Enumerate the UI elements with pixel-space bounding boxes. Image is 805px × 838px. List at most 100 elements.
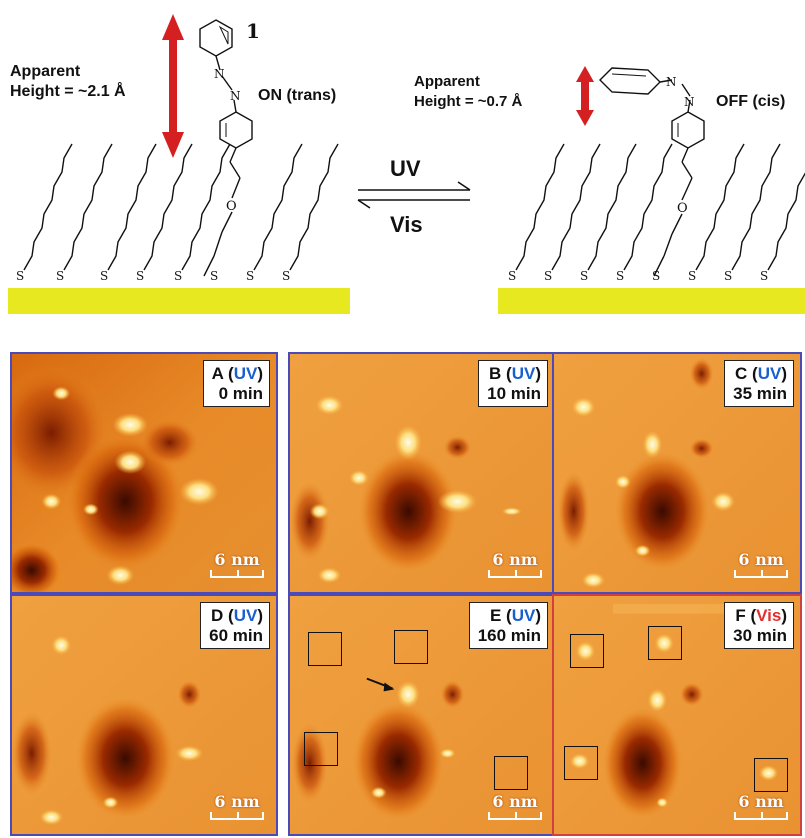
panel-label-e: E (UV) 160 min xyxy=(468,602,548,649)
marker-box xyxy=(570,634,604,668)
panel-time-b: 10 min xyxy=(487,384,541,403)
sulfur-label: S xyxy=(616,269,624,283)
azobenzene-cis-molecule xyxy=(599,67,705,277)
panel-mode-e: UV xyxy=(511,606,536,625)
marker-box xyxy=(394,630,428,664)
sulfur-label: S xyxy=(246,269,254,283)
nitrogen-2-left: N xyxy=(230,89,241,103)
scale-bar-f: 6 nm xyxy=(734,792,788,822)
height-label-right: Height = ~0.7 Å xyxy=(414,93,523,110)
panel-label-a: A (UV) 0 min xyxy=(202,360,270,407)
scale-bar-d: 6 nm xyxy=(210,792,264,822)
panel-label-f: F (Vis) 30 min xyxy=(724,602,794,649)
panel-mode-f: Vis xyxy=(756,606,782,625)
gold-substrate-left xyxy=(8,288,350,314)
sulfur-label: S xyxy=(16,269,24,283)
panel-time-f: 30 min xyxy=(733,626,787,645)
alkyl-chain xyxy=(515,143,565,271)
alkyl-chain xyxy=(63,143,113,271)
stm-image-f xyxy=(554,596,800,834)
sulfur-label: S xyxy=(136,269,144,283)
alkyl-chain xyxy=(623,143,673,271)
uv-label: UV xyxy=(390,156,421,181)
scale-bar-e: 6 nm xyxy=(488,792,542,822)
marker-box xyxy=(648,626,682,660)
stm-image-grid: A (UV) 0 min 6 nm B (UV) 10 min 6 nm xyxy=(0,342,805,838)
sulfur-label: S xyxy=(544,269,552,283)
panel-time-c: 35 min xyxy=(733,384,787,403)
panel-letter-f: F xyxy=(735,606,746,625)
alkyl-chain xyxy=(731,143,781,271)
alkyl-chain xyxy=(551,143,601,271)
alkyl-chain xyxy=(695,143,745,271)
panel-time-e: 160 min xyxy=(477,626,541,645)
sulfur-label: S xyxy=(100,269,108,283)
sulfur-label: S xyxy=(508,269,516,283)
stm-panel-b: B (UV) 10 min 6 nm xyxy=(288,352,556,594)
alkanethiol-chains-right xyxy=(515,143,805,271)
nitrogen-2-right: N xyxy=(684,95,695,109)
panel-letter-d: D xyxy=(211,606,224,625)
height-arrow-right xyxy=(576,66,594,126)
oxygen-right: O xyxy=(677,201,688,216)
stm-image-a xyxy=(12,354,276,592)
stm-panel-f: F (Vis) 30 min 6 nm xyxy=(552,594,802,836)
sulfur-label: S xyxy=(282,269,290,283)
marker-box xyxy=(564,746,598,780)
nitrogen-1-right: N xyxy=(666,75,677,89)
alkyl-chain xyxy=(587,143,637,271)
oxygen-left: O xyxy=(226,199,237,214)
panel-time-a: 0 min xyxy=(218,384,263,403)
alkyl-chain xyxy=(289,143,339,271)
marker-box xyxy=(754,758,788,792)
panel-label-b: B (UV) 10 min xyxy=(478,360,548,407)
sulfur-label: S xyxy=(652,269,660,283)
azobenzene-trans-molecule xyxy=(199,19,253,277)
panel-label-d: D (UV) 60 min xyxy=(200,602,270,649)
panel-mode-a: UV xyxy=(233,364,258,383)
alkyl-chain xyxy=(253,143,303,271)
panel-mode-d: UV xyxy=(233,606,258,625)
scale-label-b: 6 nm xyxy=(492,550,538,569)
sulfur-label: S xyxy=(580,269,588,283)
scale-bar-a: 6 nm xyxy=(210,550,264,580)
stm-panel-d: D (UV) 60 min 6 nm xyxy=(10,594,278,836)
state-label-right: OFF (cis) xyxy=(716,93,785,110)
marker-box xyxy=(304,732,338,766)
marker-box xyxy=(494,756,528,790)
height-arrow-left xyxy=(162,14,184,158)
scale-bar-c: 6 nm xyxy=(734,550,788,580)
alkyl-chain xyxy=(767,172,805,271)
state-label-left: ON (trans) xyxy=(258,87,336,104)
stm-panel-e: E (UV) 160 min 6 nm xyxy=(288,594,556,836)
gold-substrate-right xyxy=(498,288,805,314)
scale-bar-b: 6 nm xyxy=(488,550,542,580)
panel-letter-e: E xyxy=(489,606,502,625)
compound-number: 1 xyxy=(246,19,260,43)
sulfur-label: S xyxy=(56,269,64,283)
alkyl-chain xyxy=(107,143,157,271)
sulfur-label: S xyxy=(724,269,732,283)
scale-label-f: 6 nm xyxy=(738,792,784,811)
stm-image-e xyxy=(290,596,554,834)
scale-label-d: 6 nm xyxy=(214,792,260,811)
alkyl-chain xyxy=(23,143,73,271)
stm-panel-a: A (UV) 0 min 6 nm xyxy=(10,352,278,594)
sulfur-label: S xyxy=(760,269,768,283)
vis-label: Vis xyxy=(390,212,423,237)
scale-label-c: 6 nm xyxy=(738,550,784,569)
panel-time-d: 60 min xyxy=(209,626,263,645)
alkanethiol-chains-left xyxy=(23,143,339,271)
scale-label-e: 6 nm xyxy=(492,792,538,811)
height-label-left: Height = ~2.1 Å xyxy=(10,81,126,100)
sulfur-label: S xyxy=(688,269,696,283)
panel-letter-b: B xyxy=(489,364,502,383)
apparent-label-left: Apparent xyxy=(10,63,81,80)
sulfur-label: S xyxy=(210,269,218,283)
panel-mode-b: UV xyxy=(511,364,536,383)
equilibrium-arrows xyxy=(357,181,471,209)
marker-box xyxy=(308,632,342,666)
panel-letter-c: C xyxy=(735,364,748,383)
